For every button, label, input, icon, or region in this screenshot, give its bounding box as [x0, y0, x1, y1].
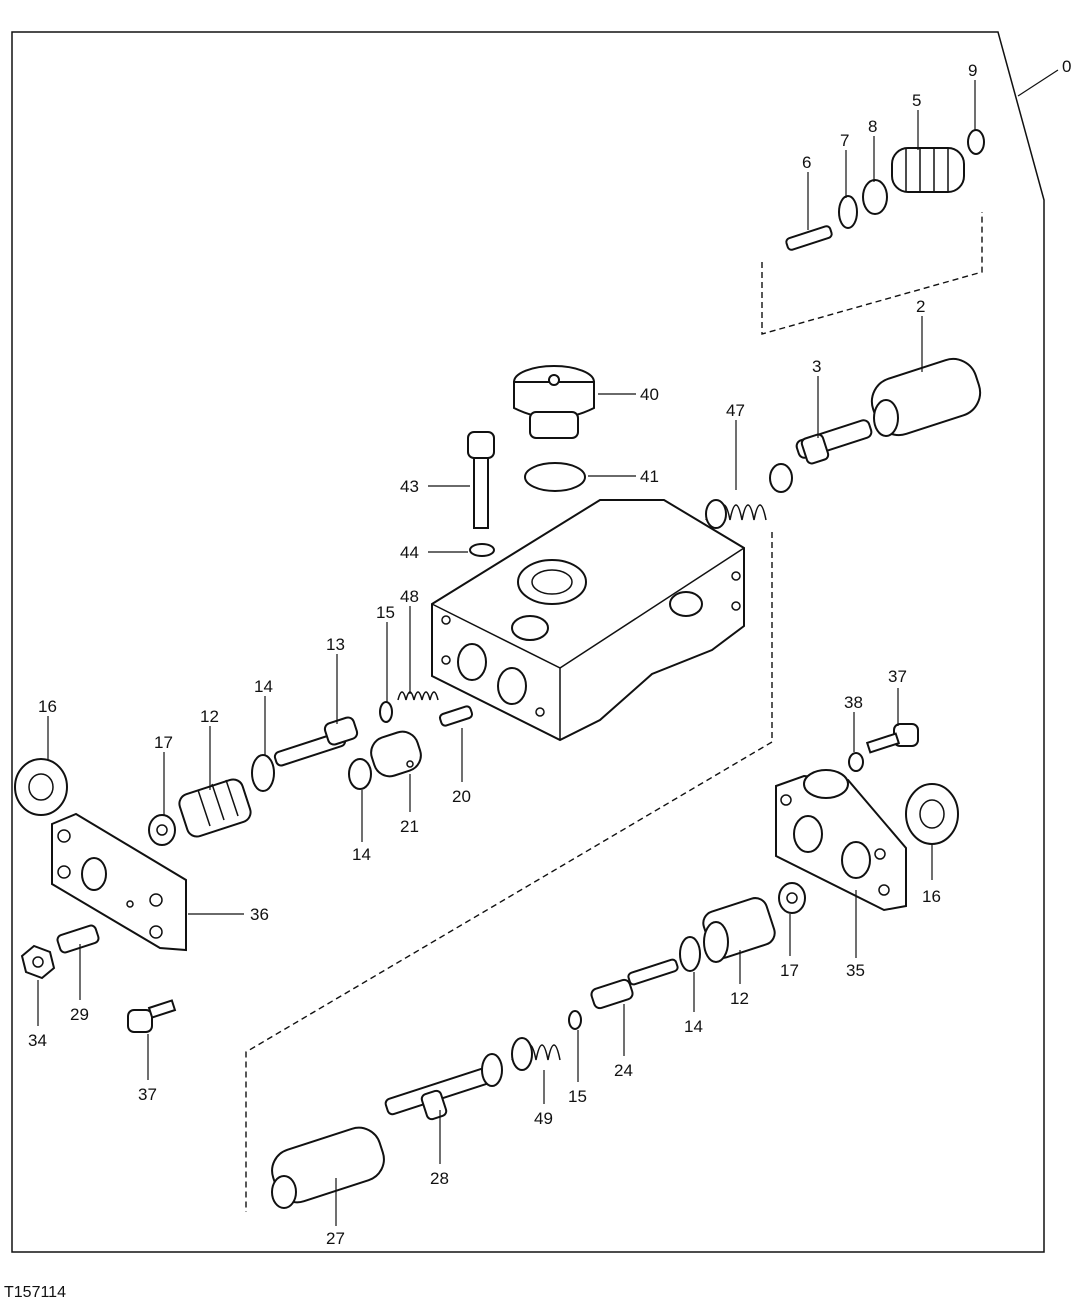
flange-part-35 [775, 769, 907, 912]
callout-34: 34 [28, 1031, 47, 1050]
callout-13: 13 [326, 635, 345, 654]
bolt-part-37-lower [127, 999, 177, 1033]
setscrew-part-29 [56, 924, 100, 954]
valve-body [431, 499, 745, 742]
flange-part-36 [51, 812, 187, 952]
nut-part-17-right [778, 882, 806, 914]
callout-2: 2 [916, 297, 925, 316]
nut-part-34 [20, 944, 56, 980]
callout-5: 5 [912, 91, 921, 110]
callout-40: 40 [640, 385, 659, 404]
callout-20: 20 [452, 787, 471, 806]
callout-37-upper: 37 [888, 667, 907, 686]
callout-16-right: 16 [922, 887, 941, 906]
callout-labels: 0 9 5 8 7 6 2 3 47 40 41 43 44 15 48 13 … [28, 57, 1071, 1248]
plug-part-21 [370, 730, 422, 778]
callout-9: 9 [968, 61, 977, 80]
assembly-outline-top [761, 212, 983, 335]
valve-part-24 [590, 958, 679, 1010]
nut-part-17-left [148, 814, 176, 846]
spring-part-49 [511, 1037, 561, 1071]
adjuster-part-12-left [178, 778, 252, 838]
nut-part-16-right [905, 783, 959, 845]
callout-41: 41 [640, 467, 659, 486]
callout-14-lower: 14 [684, 1017, 703, 1036]
washer-part-38 [848, 752, 864, 772]
callout-17-left: 17 [154, 733, 173, 752]
leader-lines [37, 69, 1059, 1226]
plug-part-40 [513, 365, 595, 439]
o-ring-part-15-upper [379, 701, 393, 723]
o-ring-part-7 [838, 195, 858, 229]
callout-7: 7 [840, 131, 849, 150]
callout-8: 8 [868, 117, 877, 136]
spring-part-48 [397, 691, 439, 701]
o-ring-part-14-lower [679, 936, 701, 972]
o-ring-part-41 [524, 462, 586, 492]
washer-part-8 [862, 179, 888, 215]
sleeve-part-27 [271, 1126, 385, 1209]
callout-12-right: 12 [730, 989, 749, 1008]
callout-38: 38 [844, 693, 863, 712]
callout-49: 49 [534, 1109, 553, 1128]
callout-14-middle: 14 [352, 845, 371, 864]
bolt-part-37-upper [865, 723, 919, 754]
pin-part-20 [438, 705, 474, 727]
callout-29: 29 [70, 1005, 89, 1024]
figure-id: T157114 [4, 1284, 66, 1301]
callout-48: 48 [400, 587, 419, 606]
callout-15-upper: 15 [376, 603, 395, 622]
callout-17-right: 17 [780, 961, 799, 980]
washer-part-44 [469, 543, 495, 557]
callout-28: 28 [430, 1169, 449, 1188]
spring-part-47 [705, 499, 767, 529]
spool-part-28 [384, 1053, 503, 1121]
adjuster-part-12-right [702, 897, 776, 963]
valve-part-13 [273, 716, 359, 767]
sleeve-part-2 [870, 357, 982, 437]
callout-43: 43 [400, 477, 419, 496]
diagram-frame [11, 31, 1045, 1253]
callout-44: 44 [400, 543, 419, 562]
callout-14-upper: 14 [254, 677, 273, 696]
o-ring-part-15-lower [568, 1010, 582, 1030]
washer-part-3 [769, 463, 793, 493]
bolt-part-43 [467, 431, 495, 529]
o-ring-part-14-upper [251, 754, 275, 792]
assembly-outline-main [245, 532, 773, 1212]
callout-24: 24 [614, 1061, 633, 1080]
callout-16-left: 16 [38, 697, 57, 716]
o-ring-part-9 [967, 129, 985, 155]
callout-6: 6 [802, 153, 811, 172]
callout-37-lower: 37 [138, 1085, 157, 1104]
spool-part-3 [795, 419, 873, 465]
callout-47: 47 [726, 401, 745, 420]
callout-35: 35 [846, 961, 865, 980]
o-ring-part-14-middle [348, 758, 372, 790]
callout-12-left: 12 [200, 707, 219, 726]
callout-21: 21 [400, 817, 419, 836]
pin-part-6 [785, 225, 833, 251]
nut-part-16-left [14, 758, 68, 816]
callout-15-lower: 15 [568, 1087, 587, 1106]
callout-3: 3 [812, 357, 821, 376]
callout-36: 36 [250, 905, 269, 924]
callout-0: 0 [1062, 57, 1071, 76]
spool-housing-part-5 [891, 147, 965, 193]
callout-27: 27 [326, 1229, 345, 1248]
